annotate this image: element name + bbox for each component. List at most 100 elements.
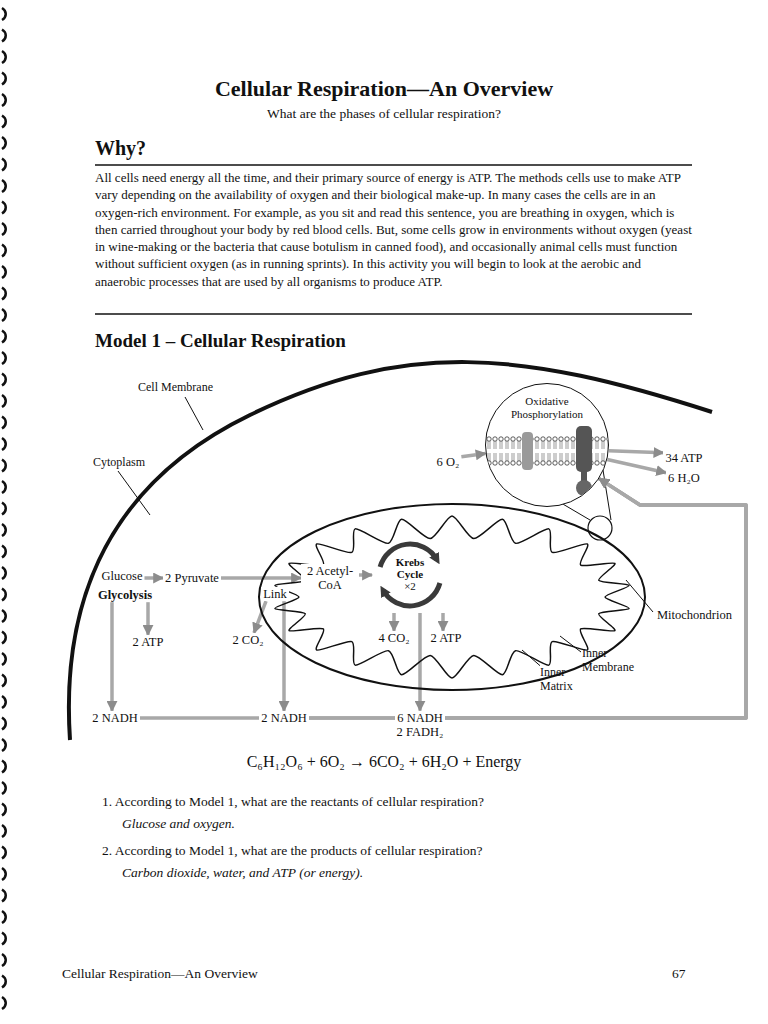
- flow-arrow: [607, 460, 666, 473]
- membrane-protein: [522, 432, 533, 470]
- binding-ring: [2, 309, 6, 321]
- spiral-binding: [2, 8, 6, 1009]
- binding-ring: [2, 374, 6, 386]
- flow-arrow: [359, 573, 372, 577]
- leader-line: [626, 580, 653, 612]
- binding-ring: [2, 954, 6, 966]
- binding-ring: [2, 997, 6, 1009]
- atp-synthase: [576, 426, 592, 472]
- node-text: 2 NADH: [261, 711, 306, 725]
- flow-arrow: [461, 453, 485, 456]
- leader-line: [185, 397, 203, 430]
- flow-arrow: [140, 479, 746, 718]
- binding-ring: [2, 567, 6, 579]
- flow-arrow: [221, 576, 301, 580]
- node-text: 2 NADH: [92, 711, 137, 725]
- binding-ring: [2, 180, 6, 192]
- binding-ring: [2, 266, 6, 278]
- carrier-label: 6 NADH2 FADH₂: [395, 711, 446, 740]
- flow-arrow: [146, 602, 150, 635]
- node-text: 2 ATP: [431, 631, 462, 645]
- product-label: 2 CO₂: [230, 633, 265, 647]
- node-text: 6 NADH: [397, 711, 444, 725]
- node-text: 2 CO₂: [232, 633, 263, 647]
- molecule-label: 2 Pyruvate: [163, 571, 221, 585]
- binding-ring: [2, 202, 6, 214]
- binding-ring: [2, 417, 6, 429]
- node-text: ×2: [404, 580, 416, 593]
- inner-membrane: [275, 516, 629, 678]
- node-text: Krebs Cycle: [392, 557, 428, 580]
- flow-arrow: [110, 602, 114, 711]
- flow-arrow: [441, 613, 445, 631]
- model-heading: Model 1 – Cellular Respiration: [95, 330, 346, 353]
- binding-ring: [2, 825, 6, 837]
- node-text: 34 ATP: [665, 451, 702, 465]
- magnifier-line: [603, 470, 611, 520]
- flow-arrow: [144, 576, 163, 580]
- binding-ring: [2, 610, 6, 622]
- node-text: Glycolysis: [98, 588, 152, 602]
- atp-synthase: [576, 480, 592, 496]
- binding-ring: [2, 331, 6, 343]
- product-label: 6 H₂O: [666, 471, 702, 485]
- product-label: 4 CO₂: [376, 631, 411, 645]
- node-text: Glucose: [102, 569, 143, 583]
- footer-title: Cellular Respiration—An Overview: [62, 966, 258, 982]
- node-text: 2 Acetyl-CoA: [303, 564, 357, 593]
- callout-label: Cytoplasm: [93, 455, 145, 469]
- binding-ring: [2, 503, 6, 515]
- mitochondrion-shape: MitochondrionLink2 Acetyl-CoAKrebs Cycle…: [257, 502, 647, 692]
- molecule-label: 6 O₂: [435, 455, 462, 469]
- outer-membrane: [259, 504, 645, 690]
- binding-ring: [2, 976, 6, 988]
- flow-arrow: [392, 613, 396, 631]
- binding-ring: [2, 137, 6, 149]
- binding-ring: [2, 589, 6, 601]
- binding-ring: [2, 223, 6, 235]
- binding-ring: [2, 524, 6, 536]
- binding-ring: [2, 481, 6, 493]
- node-text: 4 CO₂: [378, 631, 409, 645]
- node-text: 6 O₂: [437, 455, 460, 469]
- product-label: 34 ATP: [663, 451, 704, 465]
- page-title: Cellular Respiration—An Overview: [84, 76, 684, 102]
- binding-ring: [2, 460, 6, 472]
- binding-ring: [2, 546, 6, 558]
- binding-ring: [2, 116, 6, 128]
- binding-ring: [2, 352, 6, 364]
- binding-ring: [2, 30, 6, 42]
- section-heading: Why?: [95, 136, 146, 160]
- flow-arrow: [445, 479, 746, 718]
- node-text: 2 FADH₂: [397, 725, 444, 739]
- callout-label: Cell Membrane: [138, 380, 213, 394]
- binding-ring: [2, 804, 6, 816]
- magnified-membrane-circle: Oxidative Phosphorylation: [485, 383, 609, 507]
- binding-ring: [2, 911, 6, 923]
- node-text: Oxidative Phosphorylation: [499, 395, 595, 420]
- section-rule: [95, 164, 692, 166]
- node-text: 2 Pyruvate: [165, 571, 219, 585]
- binding-ring: [2, 94, 6, 106]
- subtitle: What are the phases of cellular respirat…: [84, 106, 684, 122]
- binding-ring: [2, 632, 6, 644]
- leader-line: [118, 471, 150, 515]
- process-label: Glycolysis: [96, 588, 154, 602]
- binding-ring: [2, 933, 6, 945]
- binding-ring: [2, 718, 6, 730]
- molecule-label: 2 Acetyl-CoA: [301, 564, 359, 593]
- node-text: Link: [263, 587, 287, 601]
- binding-ring: [2, 395, 6, 407]
- intro-paragraph: All cells need energy all the time, and …: [95, 169, 692, 290]
- node-text: 2 ATP: [133, 635, 164, 649]
- question: 2. According to Model 1, what are the pr…: [102, 843, 483, 859]
- binding-ring: [2, 438, 6, 450]
- binding-ring: [2, 159, 6, 171]
- binding-ring: [2, 761, 6, 773]
- binding-ring: [2, 73, 6, 85]
- cycle-circle: Krebs Cycle×2: [372, 537, 448, 613]
- product-label: 2 ATP: [429, 631, 464, 645]
- molecule-label: Glucose: [100, 569, 145, 583]
